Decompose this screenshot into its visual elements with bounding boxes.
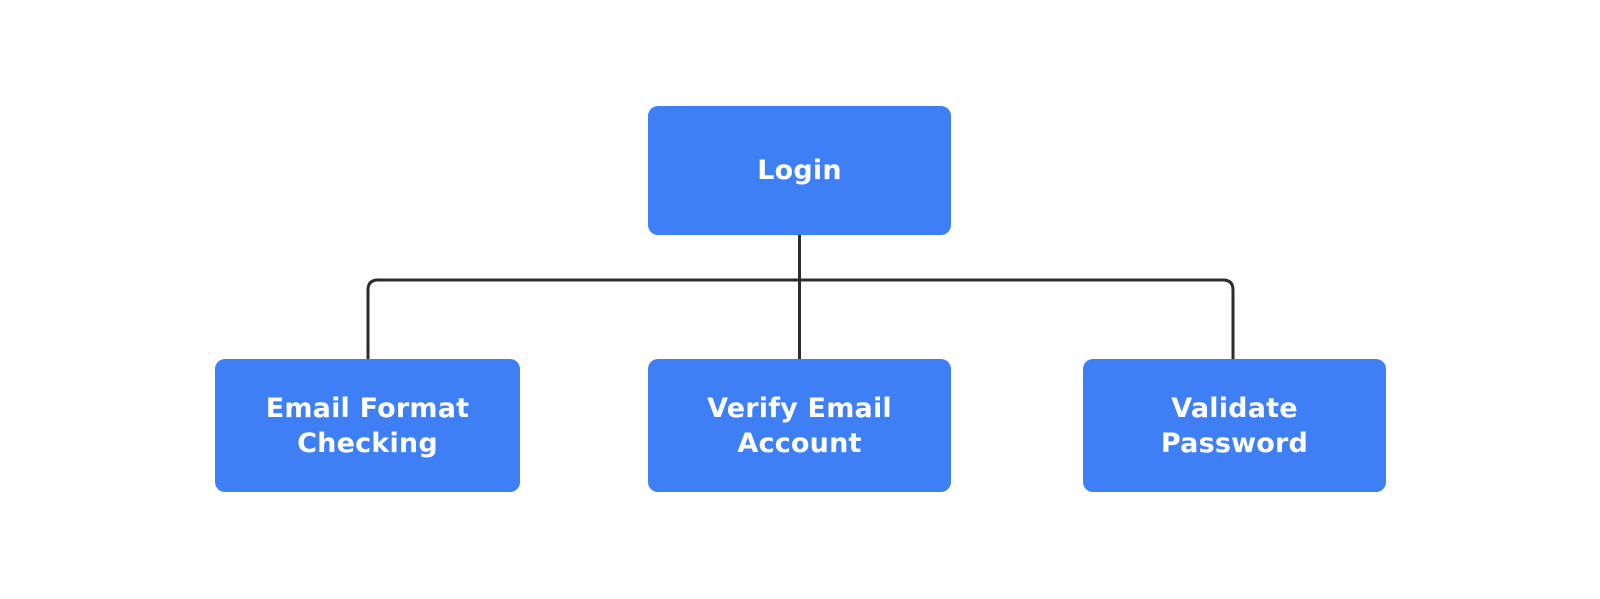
edge-login-to-email-format-checking	[366, 278, 800, 359]
node-validate-password[interactable]: Validate Password	[1083, 359, 1386, 492]
node-login[interactable]: Login	[648, 106, 951, 235]
node-email-format-checking-label: Email Format Checking	[265, 392, 470, 459]
node-validate-password-label: Validate Password	[1160, 392, 1309, 459]
node-login-label: Login	[757, 155, 842, 186]
node-email-format-checking[interactable]: Email Format Checking	[215, 359, 520, 492]
node-verify-email-account[interactable]: Verify Email Account	[648, 359, 951, 492]
edge-login-to-validate-password	[799, 278, 1235, 359]
node-verify-email-account-label: Verify Email Account	[707, 392, 892, 459]
